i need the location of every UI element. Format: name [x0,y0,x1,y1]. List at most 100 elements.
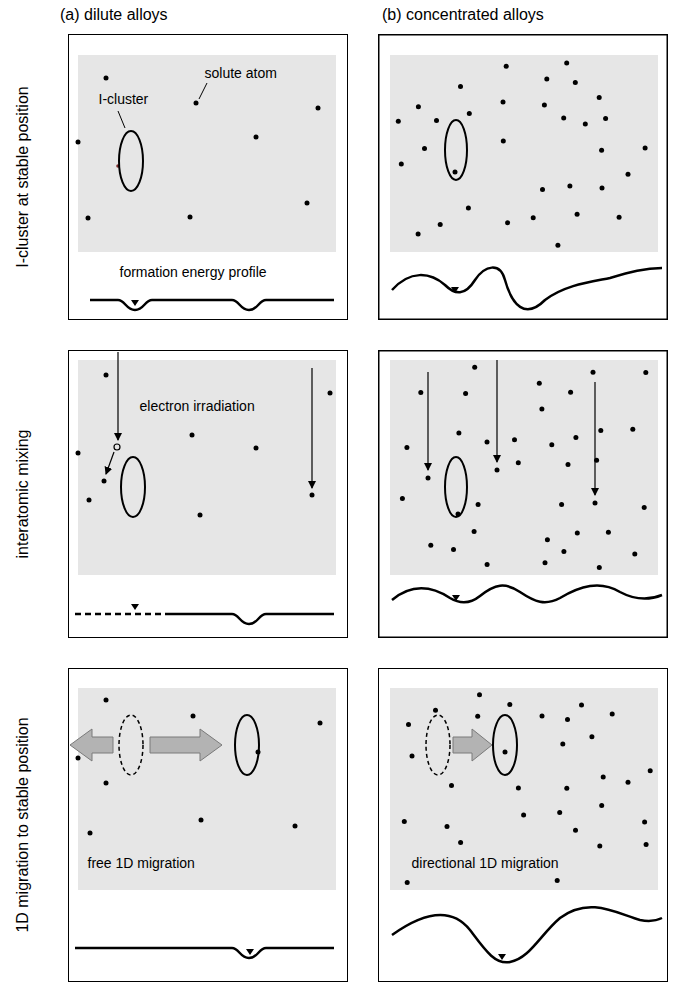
solute-atoms [466,205,471,210]
solute-atoms [310,493,315,498]
solute-atoms [485,562,490,567]
solute-atoms [410,753,415,758]
solute-atoms [477,692,482,697]
solute-atoms [428,543,433,548]
position-marker [131,604,139,610]
interstitial-cluster [493,715,517,775]
solute-atoms [404,445,409,450]
callout-label: solute atom [203,65,279,82]
solute-atoms [400,496,405,501]
solute-atoms [418,390,423,395]
solute-atoms [583,122,588,127]
interstitial-cluster [119,120,517,775]
solute-atoms [557,810,562,815]
row-heading: 1D migration to stable position [13,717,32,932]
solute-atoms [318,721,323,726]
energy-profile [392,268,662,310]
solute-atoms [438,222,443,227]
material-ground [390,360,658,575]
solute-atoms [516,460,521,465]
solute-atoms [542,103,547,108]
solute-atoms [559,502,564,507]
solute-atoms [104,373,109,378]
solute-atoms [597,843,602,848]
solute-atoms [198,513,203,518]
solute-atoms [561,549,566,554]
solute-atoms [626,172,631,177]
solute-atoms [293,824,298,829]
electron-beam-arrow [114,444,120,450]
solute-atoms [87,498,92,503]
solute-atoms [540,187,545,192]
solute-atoms [617,215,622,220]
solute-atoms [610,711,615,716]
solute-atoms [597,565,602,570]
solute-atoms [600,186,605,191]
solute-atoms [472,529,477,534]
solute-atoms [199,818,204,823]
material-ground [390,688,658,890]
solute-atoms [76,756,81,761]
solute-atoms [396,61,653,885]
solute-atoms [256,750,261,755]
solute-atoms [575,530,580,535]
solute-atoms [632,552,637,557]
solute-atoms [467,111,472,116]
panel-box: electron irradiation [68,350,348,638]
electron-beam-arrow [496,360,497,462]
solute-atoms [475,714,480,719]
electron-beam-arrow [106,352,595,495]
electron-beam-arrow [311,368,312,488]
panel-box: free 1D migration [68,668,348,982]
panel-box: solute atomI-clusterformation energy pro… [68,34,348,320]
interstitial-cluster [445,120,467,180]
solute-atoms [516,786,521,791]
solute-atoms [642,820,647,825]
solute-atoms [539,407,544,412]
solute-atoms [589,734,594,739]
solute-atoms [254,446,259,451]
position-marker [246,949,254,955]
solute-atoms [560,742,565,747]
solute-atoms [648,768,653,773]
solute-atoms [305,201,310,206]
solute-atoms [104,76,109,81]
beam-label: electron irradiation [138,398,257,415]
previous-cluster-position [426,715,450,775]
solute-atoms [544,77,549,82]
solute-atoms [402,819,407,824]
solute-atoms [416,104,421,109]
electron-beam-arrow [117,352,118,440]
solute-atoms [316,106,321,111]
solute-atoms [191,714,196,719]
process-label: free 1D migration [86,855,197,872]
solute-atoms [505,220,510,225]
interstitial-cluster [119,131,143,191]
solute-atoms [405,880,410,885]
solute-atoms [626,780,631,785]
process-label: directional 1D migration [410,855,561,872]
axis-caption: formation energy profile [118,264,269,281]
electron-beam-arrow [594,382,595,495]
migration-arrow [453,729,492,761]
solute-atoms [573,435,578,440]
solute-atoms [644,842,649,847]
solute-atoms [567,183,572,188]
solute-atoms [531,215,536,220]
material-ground [78,55,658,890]
solute-atoms [564,61,569,66]
solute-atoms [606,530,611,535]
solute-atoms [579,702,584,707]
position-marker [451,287,459,293]
position-marker [452,595,460,601]
panel-box: directional 1D migration [378,668,668,982]
solute-atoms [575,212,580,217]
solute-atoms [512,437,517,442]
panel-frame [379,351,668,638]
solute-atoms [566,462,571,467]
solute-atoms [445,824,450,829]
solute-atoms [561,116,566,121]
solute-atoms [501,138,506,143]
solute-atoms [449,783,454,788]
panel-frame [379,35,668,638]
